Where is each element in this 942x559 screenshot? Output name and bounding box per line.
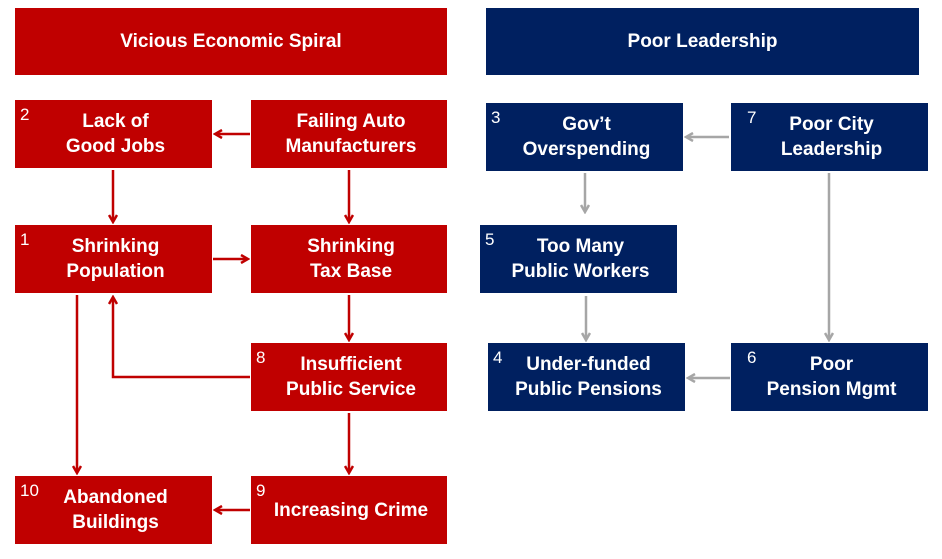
node-label: Lack of Good Jobs [65, 111, 166, 157]
node-label: Gov’t Overspending [522, 114, 651, 160]
node-number: 7 [747, 108, 757, 127]
header-poor-leadership: Poor Leadership [486, 8, 919, 75]
node-number: 6 [747, 348, 757, 367]
node-number: 1 [20, 230, 30, 249]
node-number: 3 [491, 108, 501, 127]
node-label: Poor City Leadership [780, 114, 883, 160]
node-number: 9 [256, 481, 266, 500]
header-vicious-economic-spiral: Vicious Economic Spiral [15, 8, 447, 75]
node-underfunded-public-pensions: 4 Under-funded Public Pensions [488, 343, 685, 411]
node-label: Under-funded Public Pensions [515, 354, 662, 400]
node-lack-of-good-jobs: 2 Lack of Good Jobs [15, 100, 212, 168]
node-failing-auto: Failing Auto Manufacturers [251, 100, 447, 168]
header-label: Vicious Economic Spiral [120, 31, 342, 52]
node-label: Increasing Crime [273, 499, 429, 521]
node-label: Failing Auto Manufacturers [285, 111, 417, 157]
node-number: 8 [256, 348, 266, 367]
header-label: Poor Leadership [627, 31, 778, 52]
node-label: Insufficient Public Service [286, 354, 416, 400]
arrow-service-to-population [113, 297, 250, 379]
node-shrinking-tax-base: Shrinking Tax Base [251, 225, 447, 293]
node-abandoned-buildings: 10 Abandoned Buildings [15, 476, 212, 544]
node-number: 5 [485, 230, 495, 249]
node-label: Shrinking Population [66, 236, 165, 282]
node-shrinking-population: 1 Shrinking Population [15, 225, 212, 293]
node-number: 10 [20, 481, 39, 500]
node-label: Abandoned Buildings [63, 487, 168, 533]
node-poor-pension-mgmt: 6 Poor Pension Mgmt [731, 343, 928, 411]
node-poor-city-leadership: 7 Poor City Leadership [731, 103, 928, 171]
node-number: 4 [493, 348, 503, 367]
node-label: Poor Pension Mgmt [766, 354, 897, 400]
node-insufficient-public-service: 8 Insufficient Public Service [251, 343, 447, 411]
node-label: Too Many Public Workers [511, 236, 650, 282]
node-too-many-public-workers: 5 Too Many Public Workers [480, 225, 677, 293]
node-govt-overspending: 3 Gov’t Overspending [486, 103, 683, 171]
node-number: 2 [20, 105, 30, 124]
node-label: Shrinking Tax Base [307, 236, 395, 282]
